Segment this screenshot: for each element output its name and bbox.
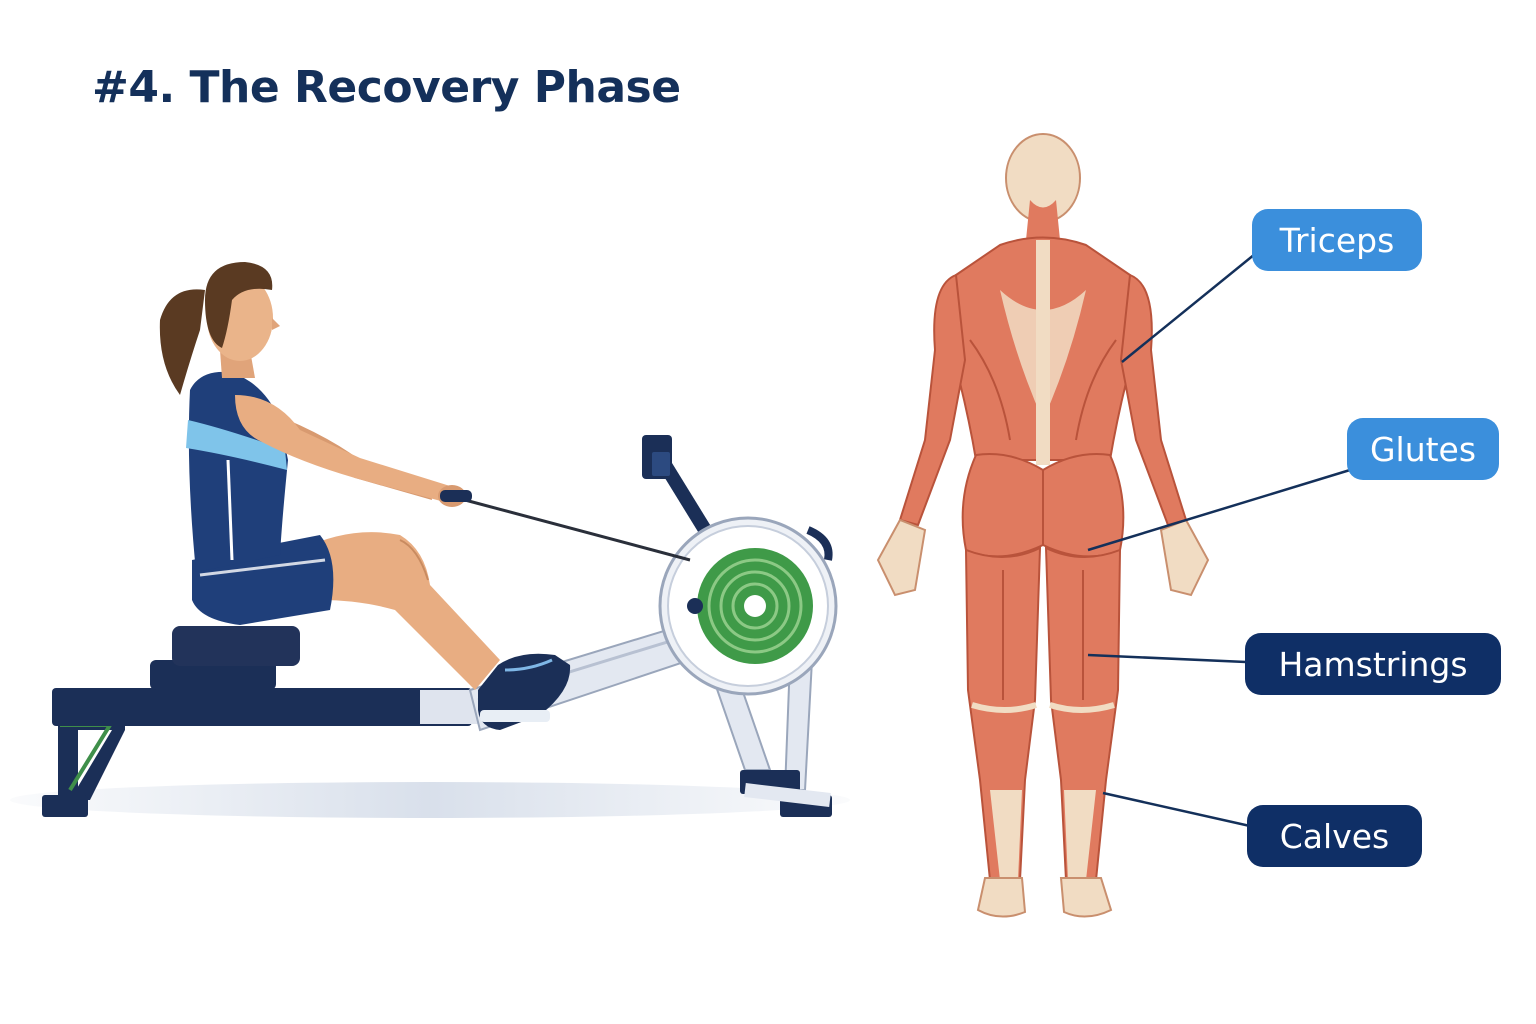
anatomy-figure — [876, 133, 1210, 918]
monorail — [52, 688, 472, 726]
leader-line-hamstrings — [1087, 653, 1247, 664]
anatomy-left-arm — [898, 273, 967, 527]
leader-line-glutes — [1087, 468, 1351, 552]
flywheel — [658, 516, 838, 696]
leader-lines — [1087, 253, 1351, 828]
rear-foot — [42, 795, 88, 817]
rower-arm — [235, 395, 452, 504]
rower-figure — [159, 262, 571, 730]
seat — [172, 626, 300, 666]
rower-handle — [440, 490, 472, 502]
floor-shadow — [10, 782, 850, 818]
rower-thigh — [300, 532, 500, 690]
page-title: #4. The Recovery Phase — [92, 62, 681, 113]
label-calves: Calves — [1247, 805, 1422, 867]
chain — [464, 498, 691, 562]
leader-line-triceps — [1121, 253, 1256, 363]
seat-base — [150, 660, 276, 690]
anatomy-right-arm — [1119, 273, 1188, 527]
monitor-arm — [660, 463, 712, 535]
leader-line-calves — [1102, 791, 1251, 828]
rower-hair — [205, 262, 273, 348]
label-triceps: Triceps — [1252, 209, 1422, 271]
label-hamstrings: Hamstrings — [1245, 633, 1501, 695]
label-glutes: Glutes — [1347, 418, 1499, 480]
